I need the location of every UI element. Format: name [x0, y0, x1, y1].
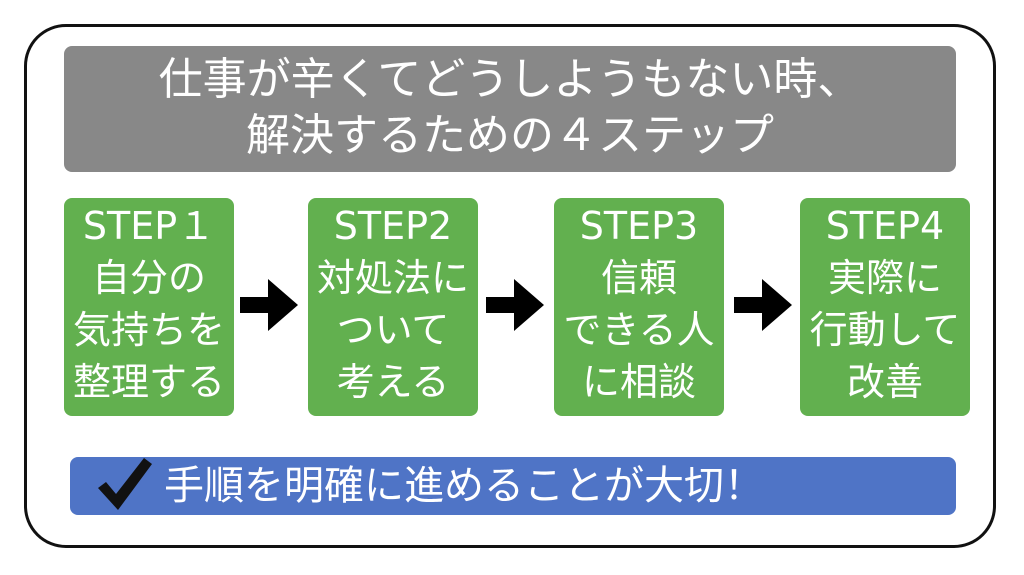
- step-2-text-line-2: ついて: [336, 308, 450, 352]
- conclusion-banner: [70, 457, 956, 515]
- step-2-text-line-1: 対処法に: [316, 256, 469, 300]
- step-1-heading: STEP１: [82, 204, 216, 248]
- step-3-text-line-2: できる人: [563, 308, 715, 352]
- step-4-text-line-2: 行動して: [809, 308, 961, 352]
- step-4-text-line-1: 実際に: [827, 256, 942, 300]
- step-1-text-line-1: 自分の: [91, 256, 206, 300]
- step-4-box: STEP4 実際に 行動して 改善: [800, 198, 970, 416]
- step-3-text-line-1: 信頼: [600, 256, 677, 300]
- title-line-2: 解決するための４ステップ: [246, 110, 774, 161]
- right-arrow-icon: [734, 279, 792, 331]
- step-1-text-line-2: 気持ちを: [72, 308, 225, 352]
- right-arrow-icon: [240, 279, 298, 331]
- conclusion-text: 手順を明確に進めることが大切！: [164, 463, 764, 509]
- step-4-heading: STEP4: [825, 204, 945, 248]
- step-1-box: STEP１ 自分の 気持ちを 整理する: [64, 198, 234, 416]
- step-2-heading: STEP2: [333, 204, 453, 248]
- checkmark-icon: [98, 458, 152, 510]
- step-4-text-line-3: 改善: [846, 360, 923, 404]
- step-3-text-line-3: に相談: [581, 360, 696, 404]
- step-2-text-line-3: 考える: [336, 360, 450, 404]
- step-3-box: STEP3 信頼 できる人 に相談: [554, 198, 724, 416]
- step-3-heading: STEP3: [579, 204, 699, 248]
- step-2-box: STEP2 対処法に ついて 考える: [308, 198, 478, 416]
- right-arrow-icon: [486, 279, 544, 331]
- title-line-1: 仕事が辛くてどうしようもない時、: [158, 54, 862, 105]
- step-1-text-line-3: 整理する: [72, 360, 225, 404]
- title-banner: 仕事が辛くてどうしようもない時、 解決するための４ステップ: [64, 46, 956, 172]
